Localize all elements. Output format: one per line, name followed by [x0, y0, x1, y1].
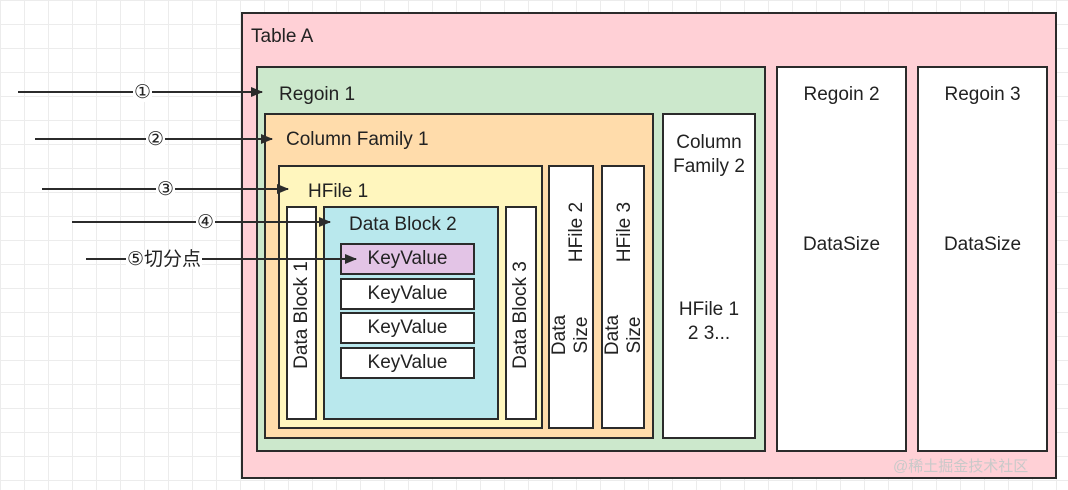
hfile-3-box: HFile 3 Data Size	[601, 165, 645, 429]
region-2-datasize: DataSize	[802, 234, 881, 255]
key-value-2: KeyValue	[340, 278, 475, 310]
key-value-1: KeyValue	[340, 243, 475, 275]
region-3-label: Regoin 3	[944, 84, 1021, 105]
hfile-1-label: HFile 1	[308, 181, 369, 202]
region-3-datasize: DataSize	[943, 234, 1022, 255]
arrow-5-label: ⑤切分点	[126, 249, 203, 270]
column-family-2-label: Column Family 2	[673, 132, 745, 177]
column-family-2-hfiles: HFile 1 2 3...	[678, 299, 740, 344]
table-a-label: Table A	[251, 26, 314, 47]
region-3-box: Regoin 3 DataSize	[917, 66, 1048, 452]
key-value-4: KeyValue	[340, 347, 475, 379]
key-value-3: KeyValue	[340, 312, 475, 344]
column-family-2-box: Column Family 2 HFile 1 2 3...	[662, 113, 756, 439]
watermark: @稀土掘金技术社区	[893, 458, 1029, 475]
data-block-3-box: Data Block 3	[505, 206, 537, 420]
arrow-4-label: ④	[196, 212, 216, 233]
hfile-2-box: HFile 2 Data Size	[548, 165, 594, 429]
region-2-box: Regoin 2 DataSize	[776, 66, 907, 452]
arrow-3-label: ③	[156, 179, 176, 200]
arrow-1-label: ①	[133, 82, 153, 103]
data-block-1-box: Data Block 1	[286, 206, 317, 420]
arrow-2-label: ②	[146, 129, 166, 150]
region-1-label: Regoin 1	[279, 84, 356, 105]
region-2-label: Regoin 2	[803, 84, 880, 105]
column-family-1-label: Column Family 1	[286, 129, 429, 150]
data-block-2-label: Data Block 2	[349, 214, 457, 235]
